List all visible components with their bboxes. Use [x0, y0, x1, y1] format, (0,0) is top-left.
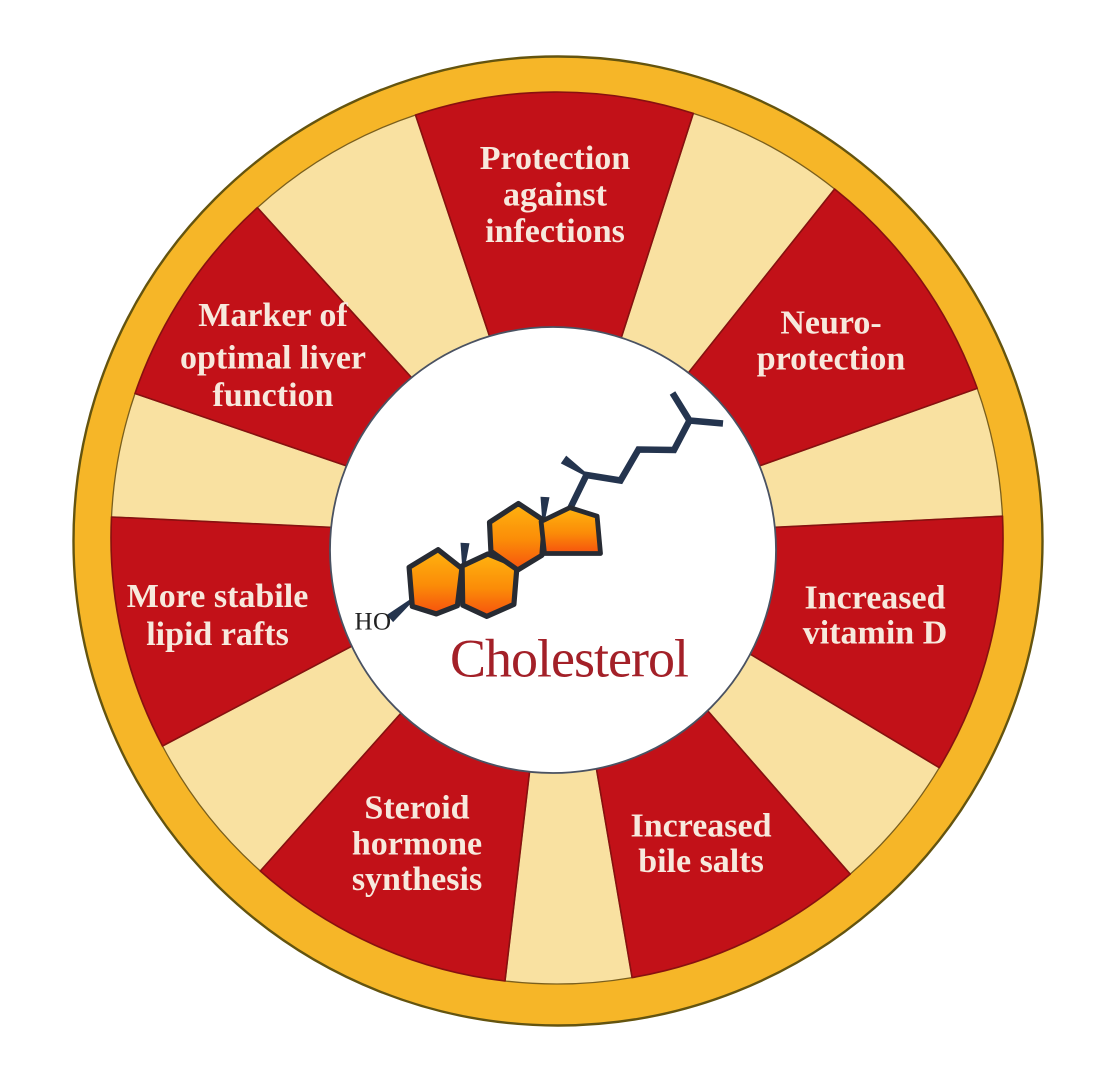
- svg-text:Cholesterol: Cholesterol: [450, 629, 688, 689]
- svg-text:Neuro-: Neuro-: [780, 305, 881, 342]
- svg-text:optimal liver: optimal liver: [180, 340, 366, 377]
- svg-text:function: function: [213, 377, 334, 414]
- svg-text:synthesis: synthesis: [352, 861, 482, 898]
- svg-text:bile salts: bile salts: [638, 843, 764, 880]
- svg-text:Protection: Protection: [480, 140, 631, 177]
- svg-text:Increased: Increased: [630, 808, 771, 845]
- svg-text:hormone: hormone: [352, 826, 482, 863]
- svg-text:Steroid: Steroid: [364, 790, 469, 827]
- svg-text:infections: infections: [485, 213, 625, 250]
- svg-text:More stabile: More stabile: [127, 578, 309, 615]
- svg-text:Increased: Increased: [804, 580, 945, 617]
- svg-text:against: against: [503, 177, 608, 214]
- svg-text:Marker of: Marker of: [198, 297, 348, 334]
- svg-text:HO: HO: [354, 609, 391, 636]
- svg-text:lipid rafts: lipid rafts: [146, 616, 289, 653]
- svg-text:vitamin D: vitamin D: [803, 615, 948, 652]
- svg-text:protection: protection: [757, 341, 906, 378]
